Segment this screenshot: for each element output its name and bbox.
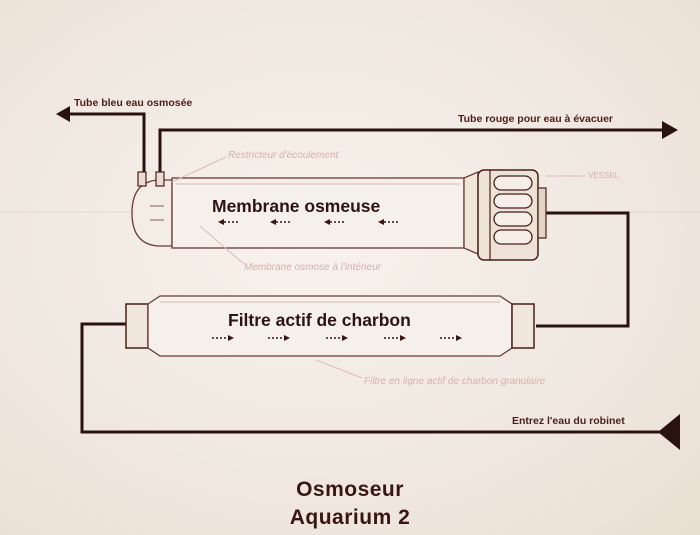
- flow-arrowhead-icon: [284, 335, 290, 341]
- vessel-rib: [493, 175, 533, 191]
- membrane-body: [171, 177, 465, 249]
- membrane-flow-arrows: [218, 219, 398, 225]
- label-tube-rouge: Tube rouge pour eau à évacuer: [458, 113, 613, 125]
- label-membrane-interieur: Membrane osmose à l'intérieur: [244, 262, 382, 273]
- filter-flow-arrows: [212, 335, 462, 341]
- filter-right-cap: [511, 303, 535, 349]
- vessel-rib: [493, 193, 533, 209]
- label-vessel: VESSEL: [588, 171, 620, 180]
- flow-arrowhead-icon: [228, 335, 234, 341]
- flow-arrowhead-icon: [400, 335, 406, 341]
- leader-membrane: [199, 225, 245, 265]
- pipe-membrane-filtre: [536, 211, 630, 328]
- vessel-rib: [493, 229, 533, 245]
- label-tube-bleu: Tube bleu eau osmosée: [74, 97, 192, 109]
- vessel-rib: [493, 211, 533, 227]
- pipe-tube-rouge: [158, 128, 666, 178]
- label-restricteur: Restricteur d'écoulement: [228, 150, 340, 161]
- port-bleu: [137, 171, 147, 187]
- flow-arrowhead-icon: [456, 335, 462, 341]
- leader-restricteur: [171, 156, 227, 183]
- leader-filtre: [315, 359, 363, 379]
- carbon-filter: [125, 295, 535, 357]
- membrane-end-cap: [131, 179, 173, 247]
- membrane-title: Membrane osmeuse: [212, 196, 381, 216]
- arrow-tube-bleu-icon: [56, 106, 70, 122]
- membrane-taper: [463, 171, 479, 255]
- filter-left-cap: [125, 303, 149, 349]
- title-line-1: Osmoseur: [296, 478, 404, 501]
- label-filtre-note: Filtre en ligne actif de charbon granula…: [364, 376, 546, 387]
- arrow-tube-rouge-icon: [662, 121, 678, 139]
- port-rouge: [155, 171, 165, 187]
- filtre-title: Filtre actif de charbon: [228, 310, 411, 330]
- membrane-housing: [131, 169, 547, 261]
- arrow-entree-icon: [658, 414, 680, 450]
- flow-arrowhead-icon: [324, 219, 330, 225]
- flow-arrowhead-icon: [218, 219, 224, 225]
- pipe-entree: [80, 322, 660, 434]
- flow-arrowhead-icon: [270, 219, 276, 225]
- title-line-2: Aquarium 2: [289, 506, 411, 529]
- label-entree: Entrez l'eau du robinet: [512, 415, 625, 427]
- flow-arrowhead-icon: [378, 219, 384, 225]
- vessel-collar: [537, 187, 547, 239]
- flow-arrowhead-icon: [342, 335, 348, 341]
- leader-lines: [171, 156, 586, 379]
- pipe-tube-bleu: [66, 112, 146, 178]
